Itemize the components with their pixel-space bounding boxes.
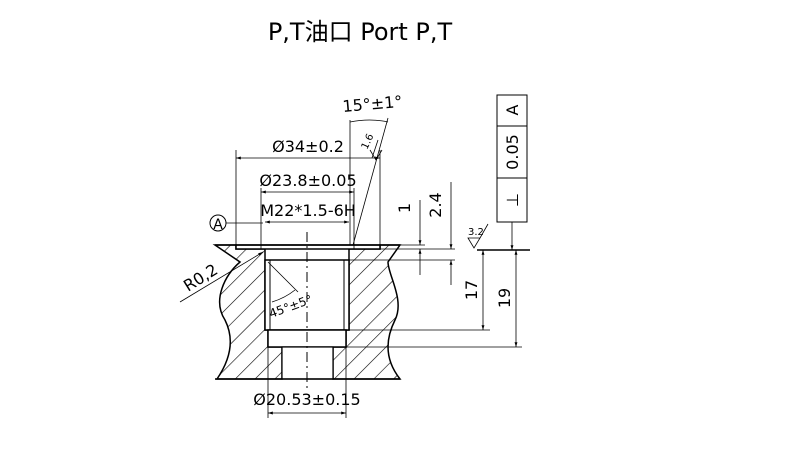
dia-bottom-label: Ø20.53±0.15 xyxy=(253,390,360,409)
page-title: P,T油口 Port P,T xyxy=(267,18,453,46)
radius-label: R0,2 xyxy=(180,260,221,295)
datum-label: A xyxy=(213,217,223,233)
svg-text:A: A xyxy=(503,104,522,115)
depth-1-label: 1 xyxy=(395,203,414,213)
tolerance-frame: A 0.05 ⊥ xyxy=(496,94,528,223)
svg-text:0.05: 0.05 xyxy=(503,134,522,170)
depth-2-4-label: 2.4 xyxy=(426,192,445,217)
dia-23-label: Ø23.8±0.05 xyxy=(259,171,356,190)
depth-17-label: 17 xyxy=(462,280,481,300)
roughness-label: 1.6 xyxy=(360,132,377,151)
dimension-lines xyxy=(179,117,530,418)
roughness-3-2-label: 3.2 xyxy=(468,227,484,238)
thread-label: M22*1.5-6H xyxy=(260,201,356,220)
dia-34-label: Ø34±0.2 xyxy=(272,137,344,156)
angle-label: 15°±1° xyxy=(342,92,403,116)
depth-19-label: 19 xyxy=(495,288,514,308)
perpendicularity-symbol: ⊥ xyxy=(503,193,522,207)
datum-circle xyxy=(209,214,227,232)
